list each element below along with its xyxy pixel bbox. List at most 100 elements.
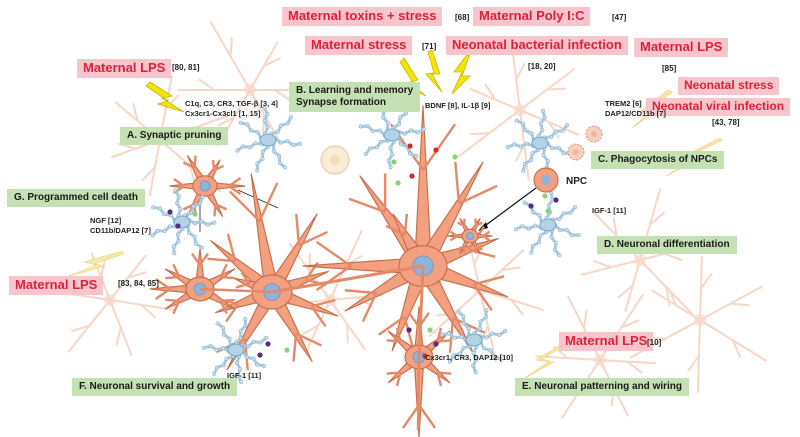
function-d-neuronal-differentiation: D. Neuronal differentiation [597, 236, 737, 254]
microglia-bead [529, 131, 534, 136]
neuron-bottom [386, 306, 452, 437]
faint-branch [262, 57, 281, 68]
dendrite-branch [154, 288, 171, 301]
dendrite-branch [385, 224, 406, 236]
microglia-bead [520, 121, 526, 126]
microglia-bead [446, 331, 452, 336]
microglia-soma [227, 343, 245, 357]
microglia-bead [461, 321, 466, 326]
npc-label: NPC [566, 176, 588, 187]
faint-bolt-bottom [521, 343, 565, 381]
microglia-bead [215, 365, 220, 370]
microglia-bead [279, 123, 284, 128]
microglia-soma [259, 133, 277, 147]
ref-lps-topleft: [80, 81] [172, 63, 200, 72]
faint-branch [617, 284, 634, 299]
neuron-network [149, 105, 509, 437]
microglia-bead [498, 356, 503, 361]
microglia-bead [277, 160, 282, 166]
axon-bottom [416, 356, 421, 431]
faint-branch [729, 302, 750, 307]
microglia-bead [402, 131, 407, 136]
microglia-bead [522, 161, 527, 166]
microglia-bead [283, 165, 288, 170]
microglia-bead [538, 233, 543, 238]
microglia-bead [227, 336, 232, 341]
microglia-bead [221, 363, 226, 368]
microglia-bead [199, 219, 204, 224]
microglia-bead [288, 115, 294, 120]
function-f-neuronal-survival: F. Neuronal survival and growth [72, 378, 238, 396]
signalling-molecules [167, 143, 559, 359]
microglia-bead [565, 123, 570, 128]
microglia-bead [557, 216, 562, 221]
faint-bolt-left [65, 250, 125, 278]
microglia-bead [408, 128, 414, 133]
signal-dot [265, 341, 271, 347]
microglia-bead [452, 335, 457, 340]
microglia-bead [186, 230, 192, 235]
faint-branch [132, 102, 139, 123]
microglia-bead [407, 151, 413, 156]
microglia-bead [530, 243, 535, 248]
microglia-bead [564, 227, 569, 233]
function-a-synaptic-pruning: A. Synaptic pruning [120, 127, 229, 145]
microglia-bead [243, 323, 248, 329]
microglia-bead [530, 151, 535, 156]
dendrite-branch [315, 265, 352, 292]
microglia-bead [458, 351, 463, 356]
microglia-bead [531, 210, 536, 215]
faint-branch [612, 217, 618, 237]
faint-branch [548, 121, 560, 139]
microglia-bead [385, 120, 390, 125]
signal-dot [406, 327, 412, 333]
microglia-bead [173, 188, 178, 193]
microglia-bead [557, 227, 562, 233]
microglia-bead [520, 224, 525, 229]
dendrite-branch [311, 298, 336, 308]
faint-branch [229, 37, 233, 58]
microglia-bead [271, 149, 276, 154]
microglia-bead [546, 203, 551, 208]
faint-branch [140, 303, 156, 319]
microglia-bead [403, 111, 409, 116]
microglia-bead [238, 328, 243, 334]
microglia-bead [542, 115, 547, 120]
microglia-bead [540, 128, 545, 133]
microglia-bead [471, 350, 476, 355]
faint-branch [274, 89, 291, 102]
microglia-bead [491, 354, 496, 359]
microglia-bead [388, 145, 393, 150]
ref-lps-topright: [85] [662, 64, 677, 73]
microglia-bead [205, 222, 210, 227]
dendrite-branch [235, 282, 250, 289]
trigger-lps-topright: Maternal LPS [634, 38, 729, 57]
microglia-bead [365, 124, 370, 129]
note-a-line1: C1q, C3, CR3, TGF-β [3, 4] [185, 99, 278, 108]
dendrite-branch [418, 404, 437, 429]
microglia-cells [150, 103, 581, 385]
microglia-soma [539, 218, 557, 232]
note-b-mediators: BDNF [8], IL-1β [9] [425, 101, 491, 110]
microglia-bead [388, 165, 393, 170]
faint-branch [126, 271, 147, 279]
faint-branch [500, 266, 521, 272]
microglia-bead [192, 234, 197, 239]
bolt-stress-center [425, 49, 443, 93]
microglia-bead [188, 210, 194, 215]
microglia-bead [235, 373, 240, 378]
note-c-line2: DAP12/CD11b [7] [605, 108, 666, 118]
dendrite-branch [154, 277, 171, 290]
microglia-bead [488, 348, 493, 353]
microglia-bead [155, 228, 160, 233]
axon-link [271, 264, 424, 294]
dendrite-branch [310, 305, 327, 328]
microglia-bead [251, 356, 256, 361]
dendrite-branch [361, 292, 378, 323]
microglia-bead [244, 355, 249, 360]
microglia-bead [541, 153, 546, 158]
microglia-bead [224, 356, 229, 361]
note-c-mediators: TREM2 [6] DAP12/CD11b [7] [605, 99, 666, 119]
trigger-maternal-toxins-stress: Maternal toxins + stress [282, 7, 443, 26]
microglia-bead [151, 205, 156, 210]
